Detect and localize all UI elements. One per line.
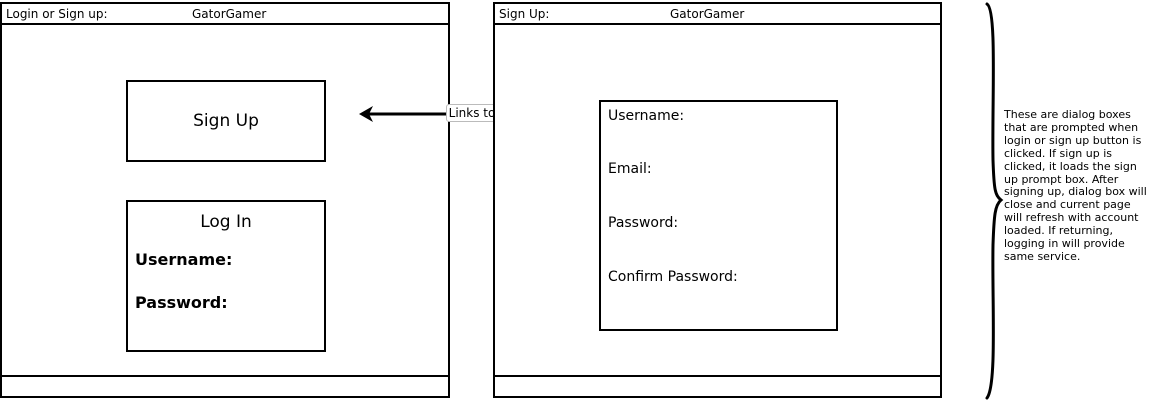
window-titlebar: Sign Up: GatorGamer [495,4,940,25]
window-titlebar: Login or Sign up: GatorGamer [2,4,448,25]
links-to-label: Links to [446,104,498,122]
annotation-note: These are dialog boxes that are prompted… [1004,108,1147,263]
login-username-field[interactable]: Username: [135,250,233,269]
window-title: Login or Sign up: [6,7,108,21]
sign-up-dialog: Username: Email: Password: Confirm Passw… [599,100,838,331]
login-or-signup-window: Login or Sign up: GatorGamer Sign Up Log… [0,2,450,398]
signup-username-field[interactable]: Username: [608,108,685,124]
login-dialog: Log In Username: Password: [126,200,326,352]
signup-email-field[interactable]: Email: [608,161,652,177]
login-title: Log In [200,212,252,232]
window-footer [495,375,940,396]
app-name: GatorGamer [670,7,745,21]
sign-up-window: Sign Up: GatorGamer Username: Email: Pas… [493,2,942,398]
login-password-field[interactable]: Password: [135,293,228,312]
window-footer [2,375,448,396]
sign-up-button[interactable]: Sign Up [126,80,326,162]
sign-up-button-label: Sign Up [193,111,259,131]
arrow-head-left [359,106,373,122]
app-name: GatorGamer [192,7,267,21]
brace-annotation [985,2,1004,400]
signup-confirm-password-field[interactable]: Confirm Password: [608,269,738,285]
window-title: Sign Up: [499,7,550,21]
brace-path [985,2,1004,400]
signup-password-field[interactable]: Password: [608,215,679,231]
